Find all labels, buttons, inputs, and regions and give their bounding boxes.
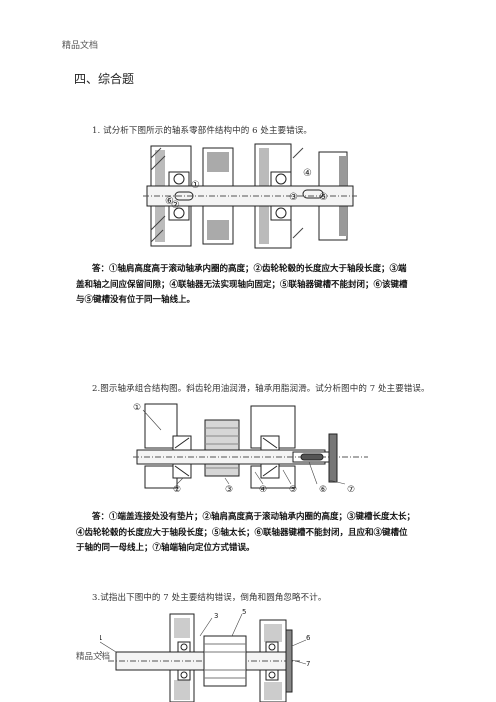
fig2-label-6: ⑥ (319, 485, 327, 495)
fig3-label-2: 2 (100, 650, 102, 658)
fig2-label-1: ① (133, 403, 141, 413)
figure-1-shaft-assembly: ① ② ③ ④ ⑤ ⑥ (143, 143, 357, 249)
fig1-label-4: ④ (303, 168, 312, 179)
fig3-label-5: 5 (242, 608, 246, 616)
fig1-label-6: ⑥ (165, 196, 174, 207)
fig1-label-2: ② (171, 200, 180, 211)
page-footer: 精品文档 (76, 652, 111, 662)
fig2-label-2: ② (173, 485, 181, 495)
answer-1-line: 盖和轴之间应保留间隙；④联轴器无法实现轴向固定；⑤联轴器键槽不能封闭；⑥该键槽 (76, 279, 408, 290)
figure-2-bearing-assembly: ① ② ③ ④ ⑤ ⑥ ⑦ (133, 403, 368, 495)
fig1-label-3: ③ (289, 192, 298, 203)
figure-3-shaft-structure: 1 2 3 5 6 7 (100, 608, 311, 702)
fig2-label-3: ③ (225, 485, 233, 495)
fig2-label-7: ⑦ (347, 485, 355, 495)
fig1-label-5: ⑤ (319, 192, 328, 203)
answer-1-line: 答：①轴肩高度高于滚动轴承内圈的高度；②齿轮轮毂的长度应大于轴段长度；③端 (92, 264, 407, 274)
answer-2-line: 答：①端盖连接处没有垫片；②轴肩高度高于滚动轴承内圈的高度；③键槽长度太长； (92, 512, 416, 522)
answer-1-line: 与⑤键槽没有位于同一轴线上。 (76, 295, 196, 305)
answer-2-line: 于轴的同一母线上；⑦轴端轴向定位方式错误。 (76, 543, 255, 553)
answer-2-line: ④齿轮轮毂的长度应大于轴段长度；⑤轴太长；⑥联轴器键槽不能封闭，且应和③键槽位 (76, 527, 408, 538)
fig3-label-1: 1 (100, 634, 102, 642)
fig1-label-1: ① (191, 180, 200, 191)
fig3-label-6: 6 (306, 634, 311, 642)
question-2-text: 2.图示轴承组合结构图。斜齿轮用油润滑，轴承用脂润滑。试分析图中的 7 处主要错… (92, 384, 430, 394)
fig3-label-3: 3 (214, 612, 218, 620)
page-header: 精品文档 (62, 41, 99, 51)
answer-2: 答：①端盖连接处没有垫片；②轴肩高度高于滚动轴承内圈的高度；③键槽长度太长； ④… (76, 510, 416, 557)
question-1-text: 1. 试分析下图所示的轴系零部件结构中的 6 处主要错误。 (92, 126, 313, 136)
section-title: 四、综合题 (74, 72, 135, 86)
answer-1: 答：①轴肩高度高于滚动轴承内圈的高度；②齿轮轮毂的长度应大于轴段长度；③端 盖和… (76, 262, 408, 309)
question-3-text: 3.试指出下图中的 7 处主要结构错误，倒角和圆角忽略不计。 (92, 593, 327, 603)
fig2-label-4: ④ (259, 485, 267, 495)
fig2-label-5: ⑤ (289, 485, 297, 495)
fig3-label-7: 7 (306, 660, 310, 668)
